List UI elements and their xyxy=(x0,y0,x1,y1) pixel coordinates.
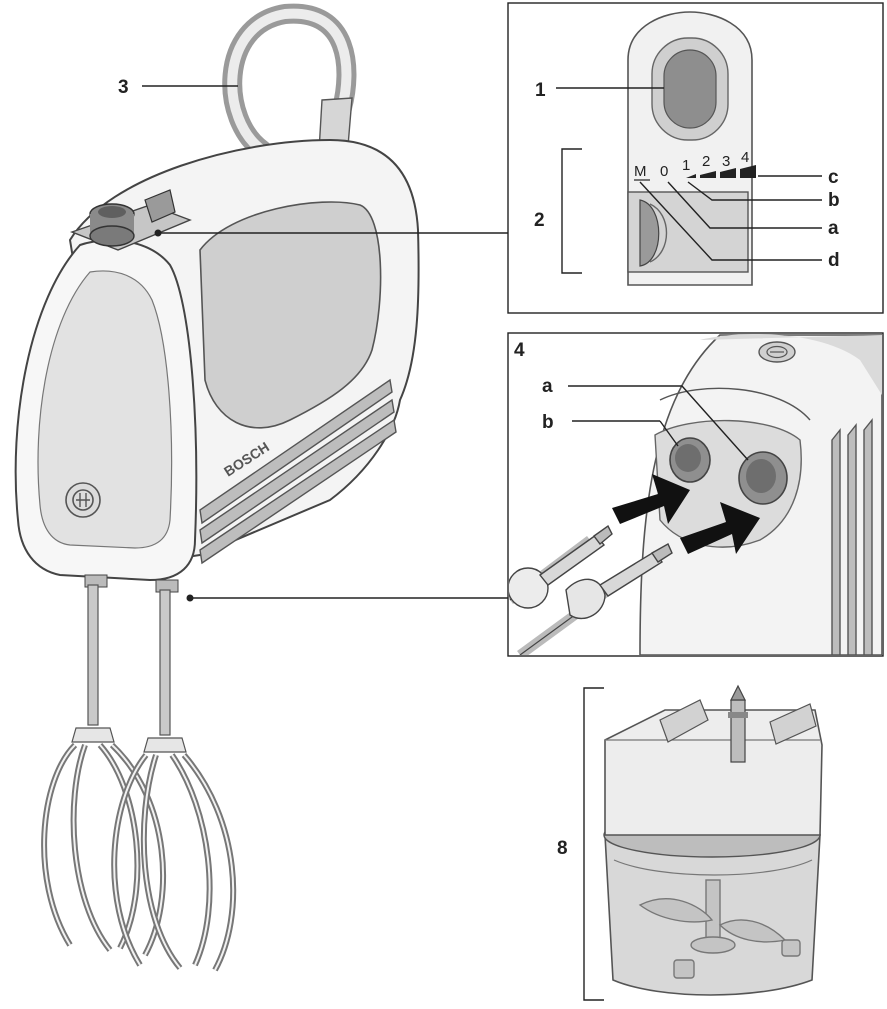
hand-mixer: BOSCH xyxy=(16,14,419,970)
label-socket-a: a xyxy=(542,376,553,397)
label-1: 1 xyxy=(535,80,546,101)
label-4: 4 xyxy=(514,340,525,361)
chopper-drive-pin xyxy=(728,686,748,762)
callout-3: 3 xyxy=(118,77,238,98)
chopper-attachment: 8 xyxy=(557,686,822,1000)
label-socket-b: b xyxy=(542,412,554,433)
switch-detail-panel: M 0 1 2 3 4 2 1 c b a d xyxy=(508,3,883,313)
label-c: c xyxy=(828,167,839,188)
beater-left xyxy=(44,585,163,955)
scale-2: 2 xyxy=(702,153,710,170)
bosch-emblem-icon-small xyxy=(759,342,795,362)
scale-0: 0 xyxy=(660,163,668,180)
label-b: b xyxy=(828,190,840,211)
label-2: 2 xyxy=(534,210,545,231)
power-button xyxy=(664,50,716,128)
label-a: a xyxy=(828,218,839,239)
label-8: 8 xyxy=(557,838,568,859)
bosch-emblem-icon xyxy=(66,483,100,517)
socket-detail-panel: 4 a b xyxy=(508,333,883,656)
label-d: d xyxy=(828,250,840,271)
scale-3: 3 xyxy=(722,153,730,170)
label-3: 3 xyxy=(118,77,129,98)
scale-m: M xyxy=(634,163,647,180)
bracket-8 xyxy=(584,688,604,1000)
scale-1: 1 xyxy=(682,157,690,174)
scale-4: 4 xyxy=(741,149,749,166)
